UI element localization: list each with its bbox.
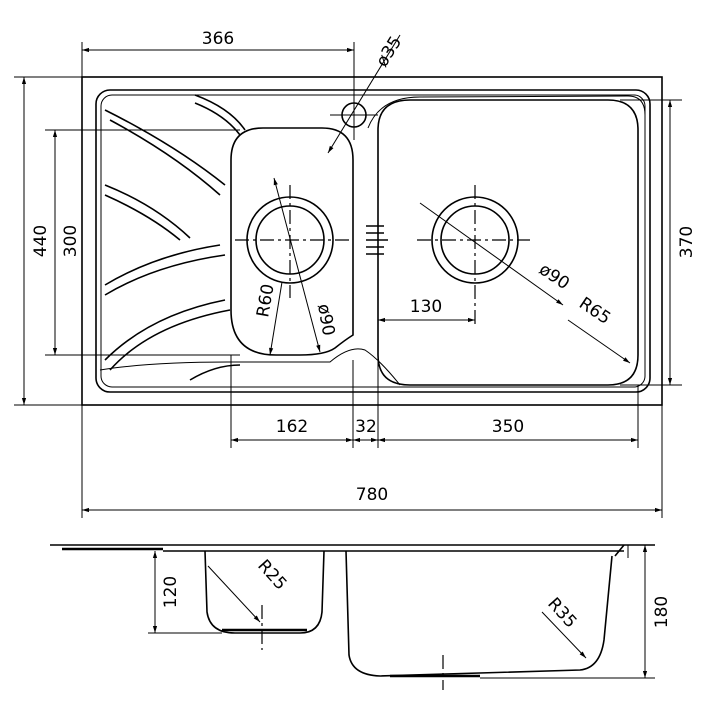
dim-130: 130 (410, 297, 442, 317)
dim-780: 780 (356, 485, 388, 505)
dim-370: 370 (677, 226, 697, 258)
large-bowl-profile (345, 550, 613, 677)
small-bowl-profile (204, 550, 325, 634)
dim-r65: R65 (575, 294, 614, 329)
dim-32: 32 (355, 417, 377, 437)
dim-180: 180 (652, 596, 672, 628)
dim-440: 440 (31, 225, 51, 257)
rim-contour (367, 95, 646, 129)
side-view: 120 180 R25 R35 (50, 544, 672, 690)
dim-r60: R60 (253, 282, 279, 318)
overflow-slots (366, 225, 388, 255)
rim-inner (100, 94, 646, 388)
dim-small-waste: ø90 (313, 302, 338, 337)
dim-350: 350 (492, 417, 524, 437)
dimensions (14, 42, 682, 518)
dim-r35: R35 (543, 594, 580, 632)
rim-contour-lower (99, 348, 401, 386)
large-waste (417, 185, 530, 325)
rim-outer (95, 89, 651, 393)
small-bowl (230, 127, 354, 356)
dim-120: 120 (161, 576, 181, 608)
dim-300: 300 (61, 225, 81, 257)
dim-162: 162 (276, 417, 308, 437)
small-waste (235, 185, 350, 298)
top-view: 366 ø35 440 300 370 162 32 350 780 130 R… (14, 29, 697, 518)
dim-r25: R25 (253, 556, 290, 594)
dim-tap-hole: ø35 (372, 33, 406, 71)
sink-outline (81, 76, 663, 406)
large-bowl (377, 99, 639, 386)
dim-366: 366 (202, 29, 234, 49)
drainer-ribs (104, 94, 246, 381)
